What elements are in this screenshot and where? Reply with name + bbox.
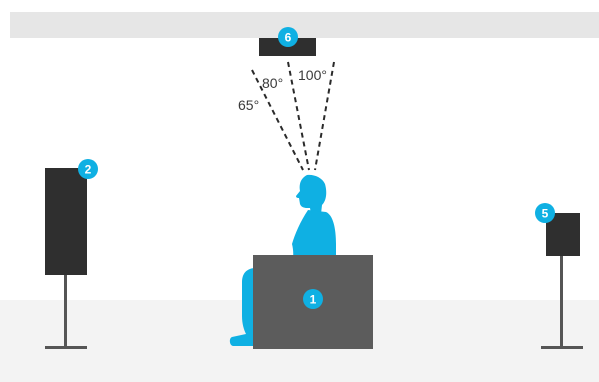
badge-front-left-circle [78,159,98,179]
ceiling [10,12,599,38]
badge-front-left: 2 [78,159,98,179]
badge-overhead-circle [278,27,298,47]
badge-seat-circle [303,289,323,309]
angle-label-80: 80° [262,75,283,91]
listening-angle-lines [251,61,335,171]
badge-overhead: 6 [278,27,298,47]
badge-surround: 5 [535,203,555,223]
badge-seat-number: 1 [310,293,317,307]
angle-line-100 [314,61,335,171]
front-left-speaker-stand [64,274,67,348]
surround-speaker [541,213,583,349]
badge-surround-number: 5 [542,207,549,221]
listener-head [296,174,327,214]
front-left-speaker-cabinet [45,168,87,275]
badge-front-left-number: 2 [85,163,92,177]
surround-speaker-stand [560,255,563,348]
front-left-speaker-base [45,346,87,349]
angle-label-65: 65° [238,97,259,113]
surround-speaker-base [541,346,583,349]
angle-label-100: 100° [298,67,327,83]
front-left-speaker [45,168,87,349]
angle-line-80 [287,61,310,171]
badge-overhead-number: 6 [285,31,292,45]
badge-seat: 1 [303,289,323,309]
overhead-speaker [259,38,316,56]
badge-surround-circle [535,203,555,223]
angle-line-65 [251,69,304,171]
